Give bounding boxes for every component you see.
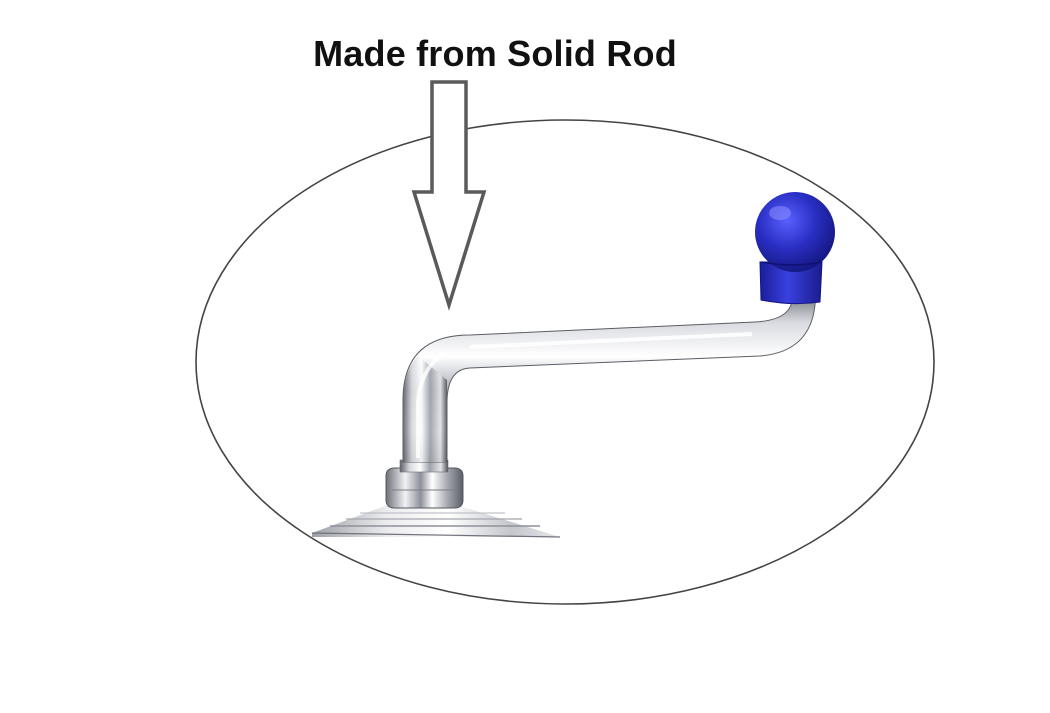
- caption-text: Made from Solid Rod: [313, 33, 677, 74]
- caption-heading: Made from Solid Rod: [0, 30, 990, 78]
- crank-rod: [402, 291, 817, 463]
- blue-knob: [755, 192, 835, 305]
- highlight-ellipse: [195, 119, 935, 605]
- hex-nut: [385, 459, 464, 509]
- handle-base: [311, 506, 561, 538]
- down-arrow-outline-icon: [411, 80, 487, 311]
